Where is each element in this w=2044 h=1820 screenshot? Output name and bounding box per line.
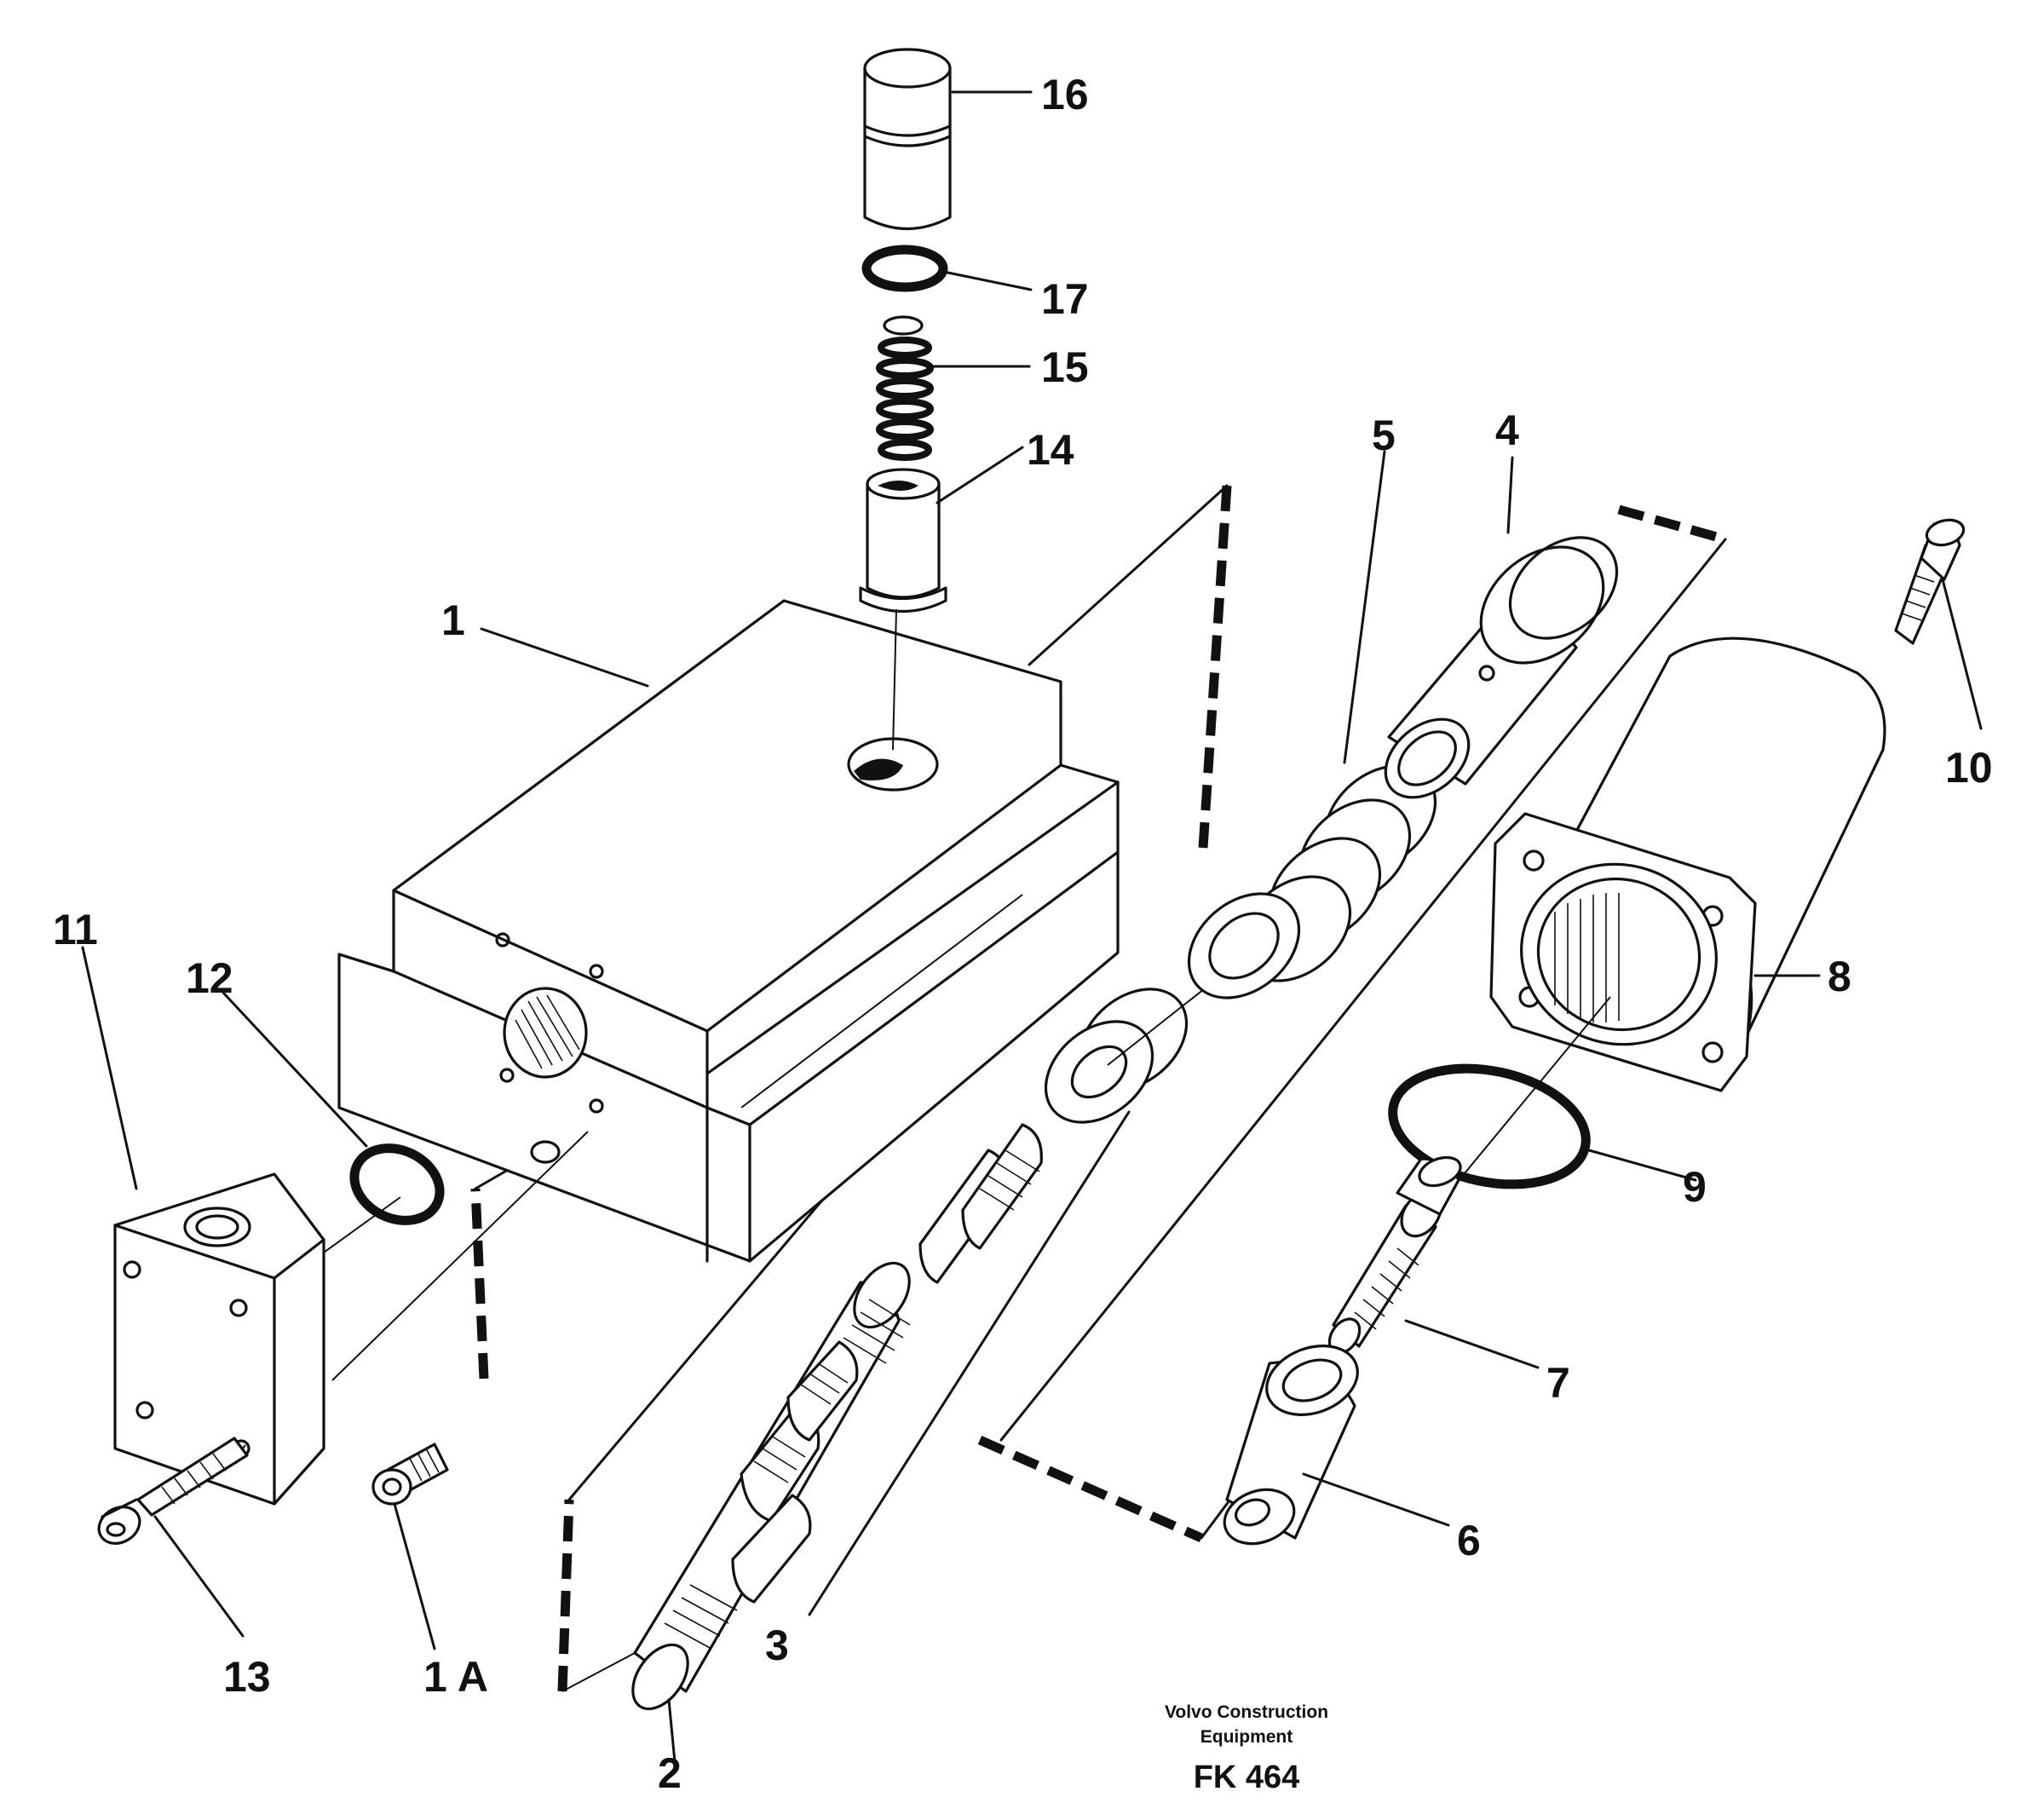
screw-part-7 <box>1327 1155 1462 1355</box>
bolt-part-10 <box>1894 518 1966 645</box>
callout-17: 17 <box>1041 275 1089 323</box>
bushing-part-3 <box>1044 953 1249 1124</box>
housing-part-8 <box>1489 636 1886 1092</box>
o-ring-part-9 <box>1388 996 1611 1194</box>
callout-8: 8 <box>1828 953 1851 1000</box>
credit-block: Volvo Construction Equipment FK 464 <box>1165 1702 1328 1795</box>
callout-7: 7 <box>1546 1359 1570 1407</box>
reference-dashed-lines <box>470 484 1727 1692</box>
callout-3: 3 <box>765 1621 789 1669</box>
sleeve-part-14 <box>859 468 947 751</box>
callout-12: 12 <box>186 954 233 1002</box>
o-ring-part-12 <box>349 1143 445 1225</box>
spring-part-15 <box>876 315 934 461</box>
screw-part-13 <box>97 1437 249 1545</box>
callout-11: 11 <box>53 906 98 953</box>
figure-code: FK 464 <box>1194 1760 1300 1795</box>
callout-4: 4 <box>1495 406 1519 454</box>
callout-10: 10 <box>1945 744 1993 792</box>
callout-1: 1 <box>441 596 465 644</box>
callout-6: 6 <box>1457 1517 1481 1564</box>
credit-line-1: Volvo Construction <box>1165 1702 1328 1722</box>
callout-5: 5 <box>1372 412 1396 459</box>
callout-2: 2 <box>658 1749 682 1797</box>
dashed-line-bottom-left <box>557 1499 574 1692</box>
callout-1a: 1 A <box>423 1653 488 1701</box>
dashed-line-top-right <box>1617 504 1727 544</box>
callout-labels: 16 17 15 14 1 5 4 10 8 9 7 6 3 2 1 A 13 … <box>53 71 1993 1797</box>
callout-16: 16 <box>1041 71 1089 118</box>
dashed-line-near-1a <box>470 1188 489 1379</box>
dashed-line-right-of-body <box>1198 485 1232 849</box>
callout-14: 14 <box>1027 426 1074 474</box>
dashed-line-bottom-middle <box>977 1435 1204 1543</box>
leader-lines <box>81 90 1983 1764</box>
credit-line-2: Equipment <box>1200 1727 1293 1747</box>
block-part-11 <box>113 1131 589 1506</box>
callout-15: 15 <box>1041 343 1089 391</box>
plug-part-1a <box>371 1443 449 1506</box>
piston-part-4 <box>1384 536 1619 799</box>
gear-shaft-part-2 <box>561 1123 1043 1711</box>
cap-part-16 <box>863 48 952 230</box>
nut-part-6 <box>1223 1345 1359 1546</box>
callout-9: 9 <box>1683 1163 1707 1211</box>
valve-body <box>337 599 1120 1263</box>
callout-13: 13 <box>223 1653 271 1701</box>
o-ring-part-17 <box>861 245 948 292</box>
